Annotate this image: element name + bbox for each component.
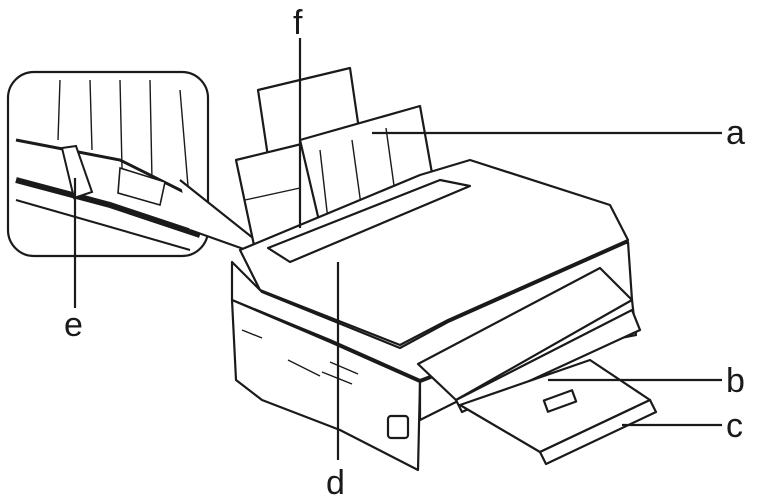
callout-e: e bbox=[64, 306, 83, 344]
callout-b: b bbox=[726, 362, 745, 400]
edge-guide bbox=[60, 144, 94, 200]
callout-d: d bbox=[326, 464, 345, 502]
leader-lines bbox=[73, 38, 722, 460]
callout-f: f bbox=[293, 4, 303, 42]
callout-a: a bbox=[726, 114, 745, 152]
callout-c: c bbox=[726, 407, 743, 445]
callout-labels: a b c d e f bbox=[64, 4, 745, 502]
inset-detail bbox=[6, 70, 210, 258]
